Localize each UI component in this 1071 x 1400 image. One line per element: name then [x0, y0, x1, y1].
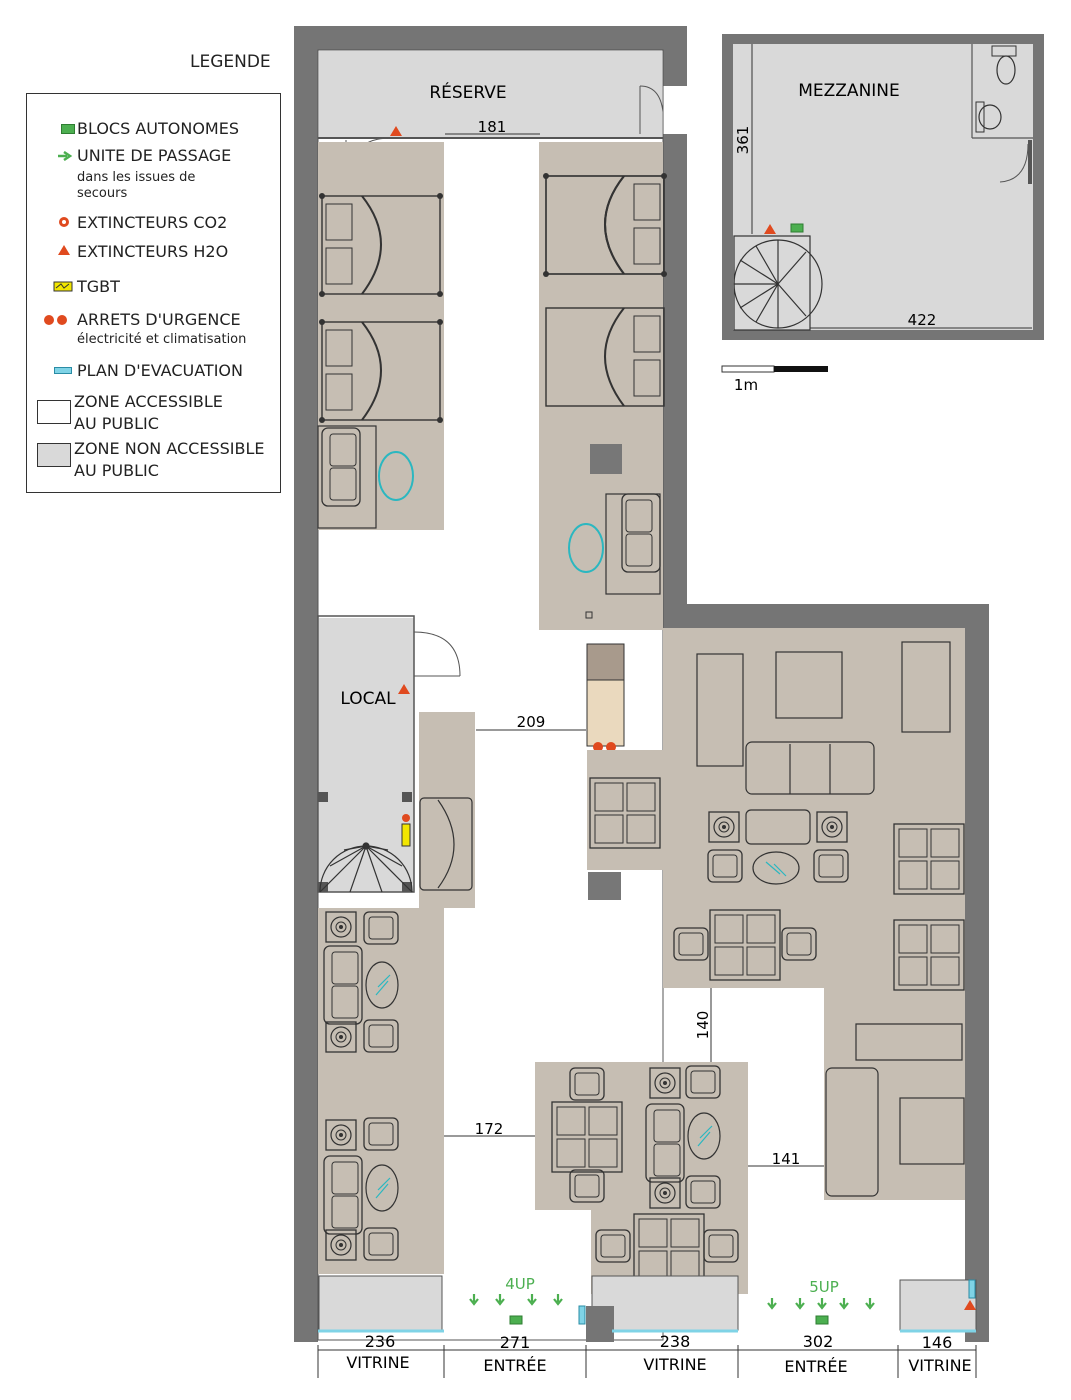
- emergency-stop-icon: [606, 742, 616, 752]
- co2-extinguisher-icon: [402, 814, 410, 822]
- dim-corridor-top: 209: [517, 713, 546, 731]
- legend-evac-plan-swatch: [54, 367, 72, 374]
- frontage-width-0: 236: [365, 1332, 396, 1351]
- public-zone-right-lounge: [587, 628, 965, 1200]
- legend-label-zone-private-2: AU PUBLIC: [74, 461, 159, 480]
- room-label-local: LOCAL: [340, 689, 396, 709]
- spiral-staircase-left: [319, 842, 413, 893]
- frontage-label-4: VITRINE: [908, 1356, 971, 1375]
- pillar: [590, 444, 622, 474]
- scale-label: 1m: [734, 376, 758, 394]
- evacuation-plan-icon: [968, 1279, 976, 1299]
- frontage-label-3: ENTRÉE: [784, 1357, 847, 1376]
- dim-mezz-height: 361: [734, 126, 752, 155]
- evacuation-plan-icon: [578, 1305, 586, 1325]
- legend-label-tgbt: TGBT: [77, 277, 120, 296]
- legend-sub-passage: dans les issues de secours: [77, 170, 196, 201]
- dim-mezz-width: 422: [908, 311, 937, 329]
- h2o-extinguisher-icon: [964, 1300, 976, 1310]
- h2o-extinguisher-icon: [58, 245, 70, 255]
- legend-label-zone-private: ZONE NON ACCESSIBLE: [74, 439, 265, 458]
- public-zone-right-top: [539, 142, 663, 630]
- tgbt-icon: [401, 823, 411, 847]
- legend-label-zone-public-2: AU PUBLIC: [74, 414, 159, 433]
- emergency-light-icon: [509, 1315, 523, 1325]
- h2o-extinguisher-icon: [764, 224, 776, 234]
- legend-emergency-light-swatch: [61, 124, 75, 134]
- frontage-width-1: 271: [500, 1333, 531, 1352]
- room-label-reserve: RÉSERVE: [429, 81, 506, 103]
- entrance-up-2: 5UP: [809, 1278, 839, 1296]
- co2-extinguisher-icon: [59, 217, 69, 227]
- legend-label-evac: PLAN D'EVACUATION: [77, 361, 243, 380]
- emergency-light-icon: [815, 1315, 829, 1325]
- legend-title: LEGENDE: [190, 52, 271, 72]
- legend-label-co2: EXTINCTEURS CO2: [77, 213, 228, 232]
- entrance-up-1: 4UP: [505, 1275, 535, 1293]
- reserve-zone: [319, 51, 662, 138]
- arrow-right-icon: [58, 151, 73, 161]
- public-zone-left-bottom: [318, 908, 444, 1274]
- legend-label-h2o: EXTINCTEURS H2O: [77, 242, 229, 261]
- frontage-label-0: VITRINE: [346, 1353, 409, 1372]
- dim-corridor-right: 141: [772, 1150, 801, 1168]
- emergency-stop-icon: [593, 742, 603, 752]
- dim-corridor-mid: 140: [694, 1011, 712, 1040]
- tgbt-icon: [53, 281, 73, 292]
- legend-label-arrets: ARRETS D'URGENCE: [77, 310, 241, 329]
- dim-corridor-left: 172: [475, 1120, 504, 1138]
- legend-label-blocs: BLOCS AUTONOMES: [77, 119, 239, 138]
- frontage-width-2: 238: [660, 1332, 691, 1351]
- public-zone-left-top: [318, 142, 444, 530]
- local-zone: [319, 618, 414, 892]
- legend-label-zone-public: ZONE ACCESSIBLE: [74, 392, 223, 411]
- dim-reserve-door: 181: [478, 118, 507, 136]
- public-zone-center: [535, 1062, 748, 1294]
- h2o-extinguisher-icon: [390, 126, 402, 136]
- frontage-width-3: 302: [803, 1332, 834, 1351]
- spiral-staircase-mezzanine: [733, 239, 823, 329]
- emergency-light-icon: [790, 223, 804, 233]
- outer-walls: [294, 26, 989, 1342]
- room-label-mezzanine: MEZZANINE: [798, 81, 900, 101]
- legend-box: BLOCS AUTONOMES UNITE DE PASSAGE dans le…: [26, 93, 281, 493]
- frontage-label-1: ENTRÉE: [483, 1356, 546, 1375]
- legend-private-zone-swatch: [37, 443, 71, 467]
- legend-public-zone-swatch: [37, 400, 71, 424]
- h2o-extinguisher-icon: [398, 684, 410, 694]
- frontage-width-4: 146: [922, 1333, 953, 1352]
- emergency-stop-icon: [44, 315, 67, 325]
- legend-label-passage: UNITE DE PASSAGE: [77, 146, 232, 165]
- legend-sub-arrets: électricité et climatisation: [77, 332, 247, 347]
- frontage-label-2: VITRINE: [643, 1355, 706, 1374]
